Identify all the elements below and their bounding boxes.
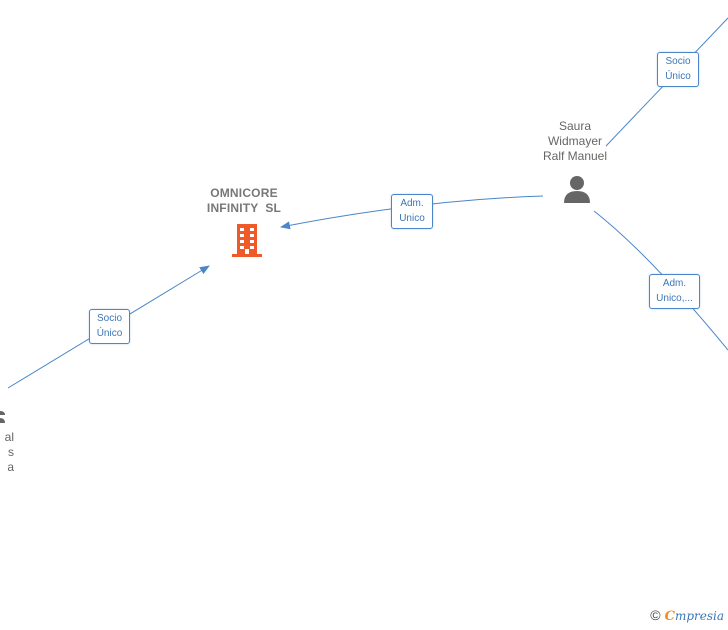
edge-label-line1: Socio (665, 56, 691, 67)
company-name-line2: INFINITY SL (206, 201, 282, 215)
company-name-line1: OMNICORE (210, 186, 278, 200)
brand-logo-text: mpresia (674, 609, 724, 623)
person-left-label[interactable]: al s a (0, 430, 14, 475)
person-saura-line3: Ralf Manuel (542, 149, 608, 163)
person-left-line3: a (7, 460, 14, 474)
footer-brand[interactable]: ©Cmpresia (650, 607, 724, 624)
edge-label-line2: Unico (399, 213, 425, 224)
edge-label-line2: Único (665, 71, 691, 82)
edge-label-adm-unico[interactable]: Adm. Unico (391, 194, 433, 229)
building-icon[interactable] (230, 222, 264, 258)
copyright-symbol: © (650, 607, 661, 623)
edge-label-line1: Adm. (662, 278, 687, 289)
person-left-icon[interactable] (0, 410, 6, 424)
edge-label-line1: Adm. (400, 198, 424, 209)
edge-label-line2: Unico,... (656, 293, 693, 304)
person-saura-label[interactable]: Saura Widmayer Ralf Manuel (530, 119, 620, 164)
edge-label-line1: Socio (96, 313, 122, 324)
edge-label-socio-unico-left[interactable]: Socio Único (89, 309, 130, 344)
person-saura-line2: Widmayer (547, 134, 602, 148)
brand-logo-letter: C (664, 609, 675, 624)
edge-label-line2: Único (96, 328, 123, 339)
person-saura-line1: Saura (558, 119, 592, 133)
company-label[interactable]: OMNICORE INFINITY SL (194, 186, 294, 216)
person-left-line2: s (8, 445, 14, 459)
edge-label-socio-unico-top[interactable]: Socio Único (657, 52, 699, 87)
person-icon[interactable] (562, 174, 592, 204)
person-left-line1: al (4, 430, 14, 444)
edge-label-adm-unico-right[interactable]: Adm. Unico,... (649, 274, 700, 309)
edge-adm-unico-right (593, 210, 728, 351)
